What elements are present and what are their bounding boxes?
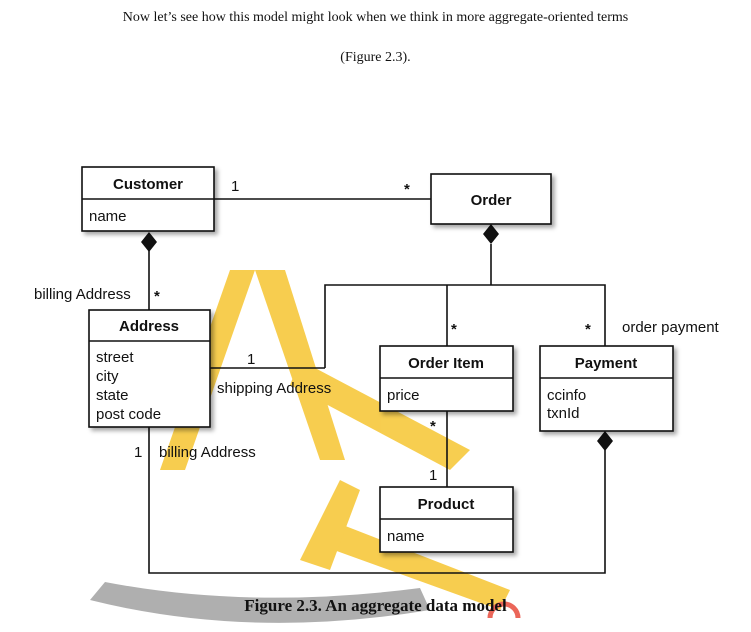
intro-paragraph: Now let’s see how this model might look … bbox=[122, 10, 629, 25]
customer-order-many-label: * bbox=[404, 181, 410, 198]
order-item-mult-label: * bbox=[451, 321, 457, 338]
payment-title: Payment bbox=[575, 355, 638, 372]
billing-address-top-label: billing Address bbox=[34, 286, 131, 303]
payment-attr-ccinfo: ccinfo bbox=[547, 387, 586, 404]
billing-address-top-mult-label: * bbox=[154, 288, 160, 305]
item-product-one-label: 1 bbox=[429, 467, 437, 484]
shipping-one-label: 1 bbox=[247, 351, 255, 368]
payment-composition-diamond bbox=[597, 431, 613, 451]
class-address: Address street city state post code bbox=[88, 309, 211, 428]
billing-address-payment-line bbox=[148, 427, 606, 574]
figure-caption: Figure 2.3. An aggregate data model bbox=[244, 596, 507, 615]
association-labels: 1 * billing Address * * * order payment … bbox=[34, 178, 720, 484]
shipping-address-label: shipping Address bbox=[217, 380, 331, 397]
class-order-item: Order Item price bbox=[379, 345, 514, 412]
address-attr-street: street bbox=[96, 349, 134, 366]
order-branches-line bbox=[324, 284, 606, 368]
class-customer: Customer name bbox=[81, 166, 215, 232]
order-payment-label: order payment bbox=[622, 319, 720, 336]
figure-reference: (Figure 2.3). bbox=[340, 50, 411, 65]
address-attr-state: state bbox=[96, 387, 129, 404]
payment-mult-label: * bbox=[585, 321, 591, 338]
product-attr-name: name bbox=[387, 528, 425, 545]
billing-address-bottom-one-label: 1 bbox=[134, 444, 142, 461]
product-title: Product bbox=[418, 496, 475, 513]
class-order: Order bbox=[430, 173, 552, 225]
address-title: Address bbox=[119, 318, 179, 335]
order-item-attr-price: price bbox=[387, 387, 420, 404]
customer-title: Customer bbox=[113, 176, 183, 193]
item-product-many-label: * bbox=[430, 418, 436, 435]
class-product: Product name bbox=[379, 486, 514, 553]
customer-attr-name: name bbox=[89, 208, 127, 225]
connectors bbox=[148, 198, 606, 574]
customer-order-one-label: 1 bbox=[231, 178, 239, 195]
billing-address-bottom-label: billing Address bbox=[159, 444, 256, 461]
address-attr-post-code: post code bbox=[96, 406, 161, 423]
customer-composition-diamond bbox=[141, 232, 157, 252]
order-item-title: Order Item bbox=[408, 355, 484, 372]
class-payment: Payment ccinfo txnId bbox=[539, 345, 674, 432]
order-composition-diamond bbox=[483, 224, 499, 244]
address-attr-city: city bbox=[96, 368, 119, 385]
payment-attr-txnid: txnId bbox=[547, 405, 580, 422]
order-title: Order bbox=[471, 192, 512, 209]
